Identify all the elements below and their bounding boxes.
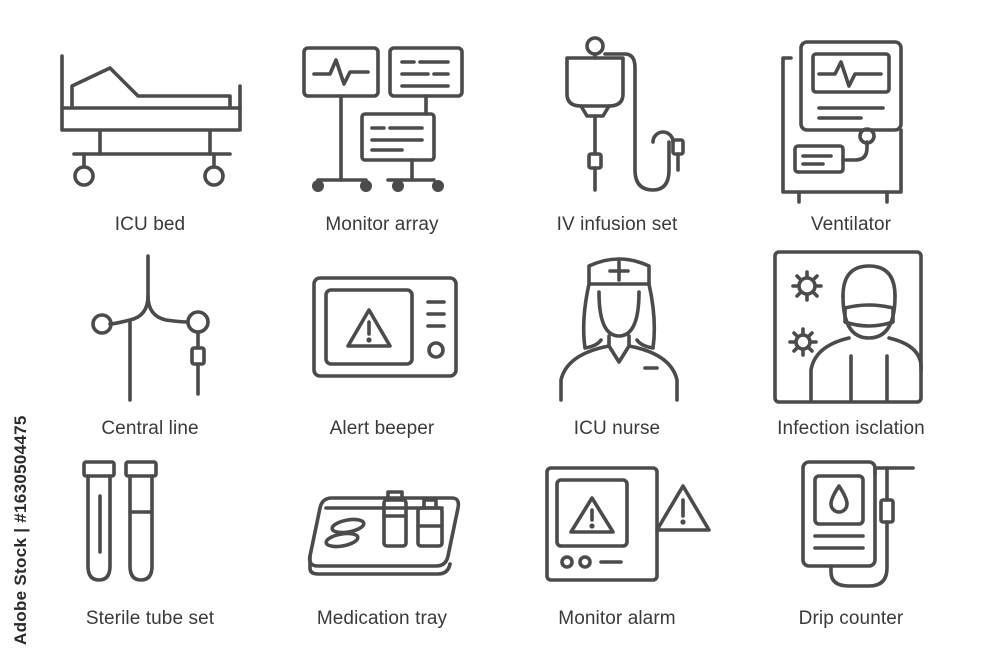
watermark-text: Adobe Stock | #1630504475 bbox=[11, 415, 30, 645]
ventilator-icon bbox=[731, 30, 971, 210]
infection-isolation-icon bbox=[731, 250, 971, 430]
icon-label: Infection isclation bbox=[777, 418, 925, 439]
hospital-bed-icon bbox=[30, 30, 270, 210]
central-line-icon bbox=[30, 250, 270, 430]
medication-tray-icon bbox=[262, 456, 502, 636]
stock-watermark: Adobe Stock | #1630504475 bbox=[6, 415, 36, 650]
monitor-alarm-icon bbox=[497, 456, 737, 636]
icon-label: Alert beeper bbox=[329, 418, 435, 439]
icon-label: Central line bbox=[101, 418, 199, 439]
icon-label: Drip counter bbox=[798, 608, 904, 629]
icon-label: Monitor alarm bbox=[558, 608, 676, 629]
monitor-array-icon bbox=[262, 30, 502, 210]
icon-label: Medication tray bbox=[316, 608, 448, 629]
alert-beeper-icon bbox=[262, 250, 502, 430]
icon-label: ICU nurse bbox=[573, 418, 661, 439]
drip-counter-icon bbox=[731, 456, 971, 636]
nurse-icon bbox=[497, 250, 737, 430]
icon-label: Monitor array bbox=[325, 214, 439, 235]
icon-label: Sterile tube set bbox=[85, 608, 215, 629]
icon-label: IV infusion set bbox=[556, 214, 678, 235]
test-tubes-icon bbox=[30, 456, 270, 636]
icon-label: ICU bed bbox=[114, 214, 186, 235]
icon-label: Ventilator bbox=[810, 214, 892, 235]
iv-drip-icon bbox=[497, 30, 737, 210]
